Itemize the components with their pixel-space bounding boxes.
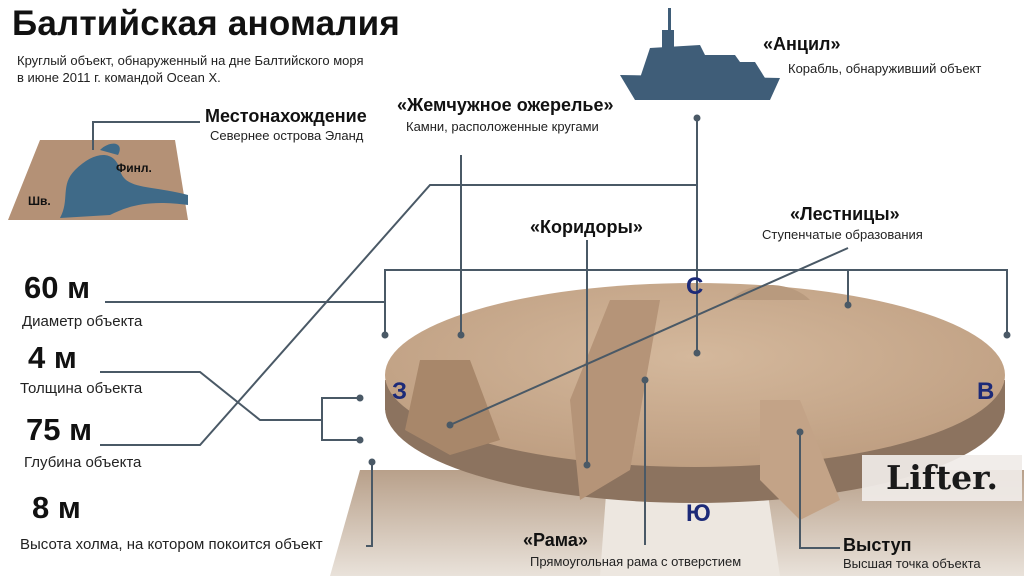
corridors-heading: «Коридоры» <box>530 217 643 237</box>
ship-description: Корабль, обнаруживший объект <box>788 61 982 76</box>
stat-depth-label: Глубина объекта <box>24 454 142 471</box>
baltic-map <box>8 140 188 220</box>
leader-lines <box>92 118 1008 549</box>
stairs-heading: «Лестницы» <box>790 204 900 224</box>
stat-hill-height-value: 8 м <box>32 490 81 525</box>
compass-west: З <box>392 378 408 405</box>
stat-diameter-label: Диаметр объекта <box>22 313 143 330</box>
frame-heading: «Рама» <box>523 530 588 550</box>
ledge-description: Высшая точка объекта <box>843 556 981 571</box>
map-label-sweden: Шв. <box>28 194 51 208</box>
compass-south: Ю <box>686 500 711 527</box>
round-object <box>385 283 1005 520</box>
subtitle-line-1: Круглый объект, обнаруженный на дне Балт… <box>17 53 364 68</box>
location-heading: Местонахождение <box>205 106 367 126</box>
subtitle-line-2: в июне 2011 г. командой Ocean X. <box>17 70 221 85</box>
ship-silhouette <box>620 8 780 100</box>
ship-heading: «Анцил» <box>763 34 841 54</box>
page-title: Балтийская аномалия <box>12 4 401 43</box>
compass-north: С <box>686 273 704 300</box>
ledge-heading: Выступ <box>843 535 912 555</box>
stat-hill-height-label: Высота холма, на котором покоится объект <box>20 536 323 553</box>
map-label-finland: Финл. <box>116 161 152 175</box>
compass-east: В <box>977 378 995 405</box>
pearl-necklace-description: Камни, расположенные кругами <box>406 119 599 134</box>
stat-depth-value: 75 м <box>26 412 93 447</box>
brand-logo: Lifter. <box>862 455 1022 501</box>
frame-description: Прямоугольная рама с отверстием <box>530 554 742 569</box>
location-description: Севернее острова Эланд <box>210 128 364 143</box>
pearl-necklace-heading: «Жемчужное ожерелье» <box>397 95 614 115</box>
leader-dots <box>356 114 1011 469</box>
stat-thickness-value: 4 м <box>28 340 77 375</box>
stat-diameter-value: 60 м <box>24 270 91 305</box>
stat-thickness-label: Толщина объекта <box>20 380 143 397</box>
stairs-description: Ступенчатые образования <box>762 227 923 242</box>
